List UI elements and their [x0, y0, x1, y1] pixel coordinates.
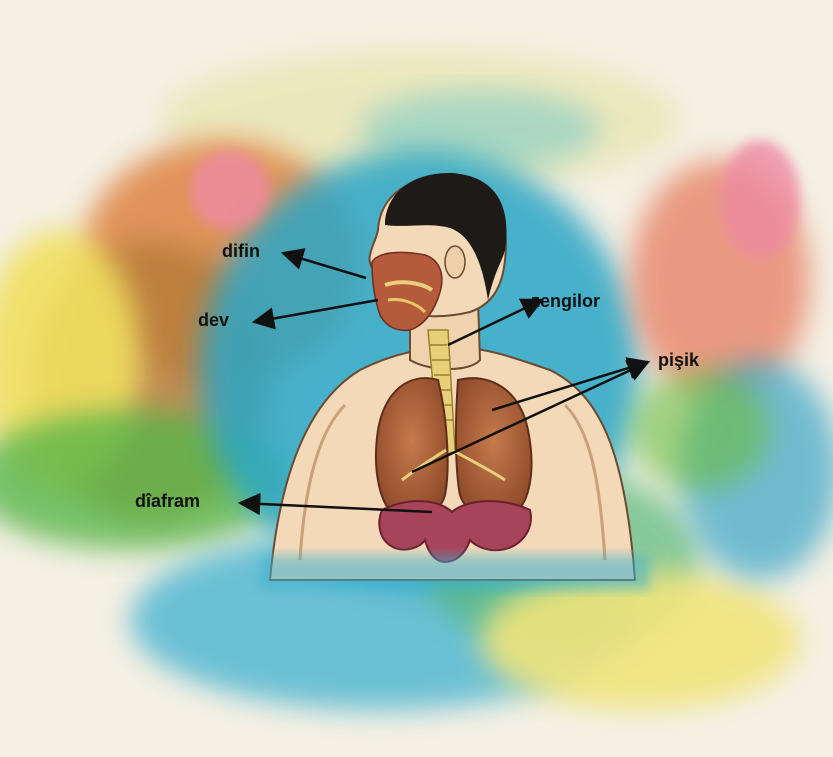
label-difin: difin — [222, 242, 260, 260]
label-pisik: pişik — [658, 351, 699, 369]
label-dev: dev — [198, 311, 229, 329]
label-zengilor: zengilor — [531, 292, 600, 310]
label-diafram: dîafram — [135, 492, 200, 510]
